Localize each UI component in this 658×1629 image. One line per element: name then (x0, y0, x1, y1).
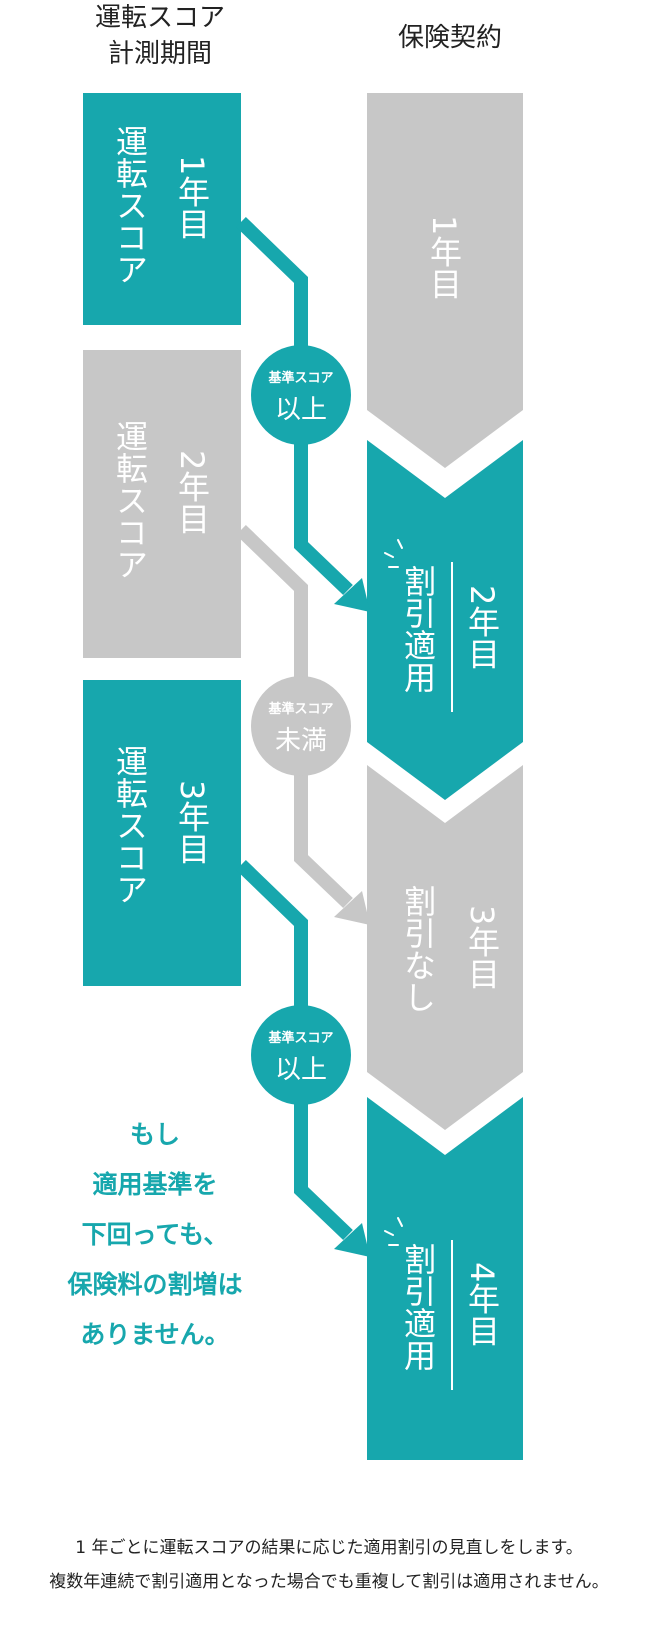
note-line: 保険料の割増は (67, 1270, 243, 1299)
contract-year-2-status: 割引適用 (399, 565, 437, 693)
contract-year-4-shape (367, 1097, 523, 1460)
note-line: もし (129, 1120, 180, 1149)
score-period-2-box (83, 350, 241, 658)
score-period-3-box (83, 680, 241, 986)
flow-diagram: 基準スコア 以上 基準スコア 未満 基準スコア 以上 運転スコア 1年目 運転ス… (83, 93, 523, 1460)
footnote-2: 複数年連続で割引適用となった場合でも重複して割引は適用されません。 (49, 1572, 609, 1592)
score-period-3-year: 3年目 (173, 780, 211, 865)
badge-2-bottom: 未満 (275, 726, 327, 756)
badge-1-top: 基準スコア (267, 370, 333, 386)
no-surcharge-note: もし 適用基準を 下回っても、 保険料の割増は ありません。 (40, 1110, 270, 1360)
badge-3-top: 基準スコア (267, 1030, 333, 1046)
badge-3-circle (251, 1005, 351, 1105)
contract-year-1-label: 1年目 (425, 215, 463, 300)
connector-1-arrowhead (334, 578, 370, 612)
score-period-2-label: 運転スコア (111, 420, 149, 580)
contract-header: 保険契約 (397, 23, 502, 53)
note-line: ありません。 (80, 1320, 230, 1349)
contract-year-2-year: 2年目 (463, 585, 501, 670)
footnote-1: 1 年ごとに運転スコアの結果に応じた適用割引の見直しをします。 (75, 1538, 583, 1558)
badge-1-circle (251, 345, 351, 445)
badge-3-bottom: 以上 (275, 1055, 327, 1085)
score-period-3-label: 運転スコア (111, 745, 149, 905)
contract-year-2-shape (367, 440, 523, 800)
badge-2-top: 基準スコア (267, 701, 333, 717)
contract-year-3-shape (367, 765, 523, 1130)
connector-2-arrowhead (334, 891, 370, 925)
badge-2-circle (251, 676, 351, 776)
note-line: 下回っても、 (81, 1220, 229, 1249)
contract-year-4-year: 4年目 (463, 1262, 501, 1347)
contract-year-3-year: 3年目 (463, 905, 501, 990)
sparkle-icon (384, 1217, 403, 1246)
sparkle-icon (384, 539, 403, 568)
score-period-header: 運転スコア 計測期間 (94, 3, 225, 69)
contract-year-4-status: 割引適用 (399, 1243, 437, 1371)
badge-1-bottom: 以上 (275, 395, 327, 425)
note-line: 適用基準を (92, 1170, 218, 1199)
score-period-1-box (83, 93, 241, 325)
contract-year-1-shape (367, 93, 523, 468)
score-period-2-year: 2年目 (173, 450, 211, 535)
score-period-1-label: 運転スコア (111, 125, 149, 285)
connector-3-arrowhead (334, 1223, 370, 1257)
score-period-1-year: 1年目 (173, 155, 211, 240)
contract-year-3-status: 割引なし (399, 885, 437, 1013)
